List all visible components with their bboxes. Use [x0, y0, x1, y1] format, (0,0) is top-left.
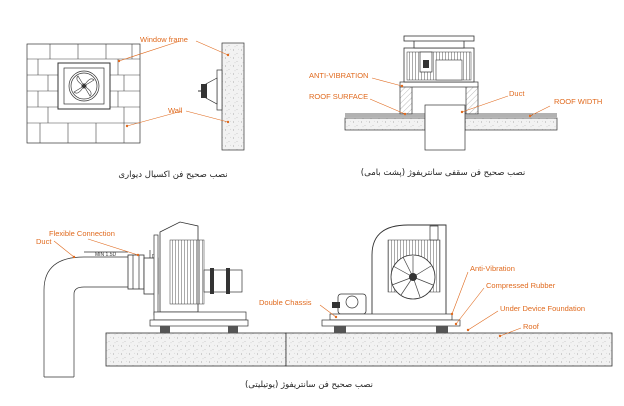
wall-label: Wall — [168, 106, 183, 115]
wall-section — [221, 42, 245, 151]
duct-label: Duct — [36, 237, 52, 246]
roof-label: Roof — [523, 322, 540, 331]
roof-anti-vibration-label: ANTI-VIBRATION — [309, 71, 368, 80]
side-fan — [198, 69, 223, 111]
utility-fan-front — [321, 224, 461, 333]
centrifugal-fan-caption: نصب صحیح فن سانتریفوژ (یوتیلیتی) — [245, 380, 373, 390]
roof-fan-unit — [403, 35, 475, 83]
compressed-rubber-label: Compressed Rubber — [486, 281, 556, 290]
double-chassis-label: Double Chassis — [259, 298, 312, 307]
under-device-foundation-label: Under Device Foundation — [500, 304, 585, 313]
wall-fan-caption: نصب صحیح فن اکسیال دیواری — [118, 170, 227, 180]
roof-slab-left — [344, 117, 426, 131]
roof-width-label: ROOF WIDTH — [554, 97, 602, 106]
wall-fan-panel: Window frame Wall نصب صحیح فن اکسیال دیو… — [26, 35, 245, 180]
utility-fan-side — [143, 221, 249, 333]
window-frame-label: Window frame — [140, 35, 188, 44]
duct-elbow — [43, 256, 128, 378]
roof-slab-right — [464, 117, 558, 131]
axial-fan — [68, 70, 100, 102]
roof-fan-panel: ANTI-VIBRATION ROOF SURFACE Duct ROOF WI… — [309, 35, 602, 178]
dimension-text: MIN 1.5D — [95, 252, 117, 258]
roof-fan-caption: نصب صحیح فن سقفی سانتریفوژ (پشت بامی) — [361, 168, 525, 178]
flexible-connection-label: Flexible Connection — [49, 229, 115, 238]
anti-vibration-label: Anti-Vibration — [470, 264, 515, 273]
utility-fan-panel: MIN 1.5D D — [36, 221, 613, 390]
roof-duct — [424, 104, 466, 151]
roof-duct-label: Duct — [509, 89, 525, 98]
roof-surface-label: ROOF SURFACE — [309, 92, 368, 101]
concrete-base-right — [285, 332, 613, 367]
concrete-base-left — [105, 332, 287, 367]
flexible-connection — [127, 254, 145, 290]
